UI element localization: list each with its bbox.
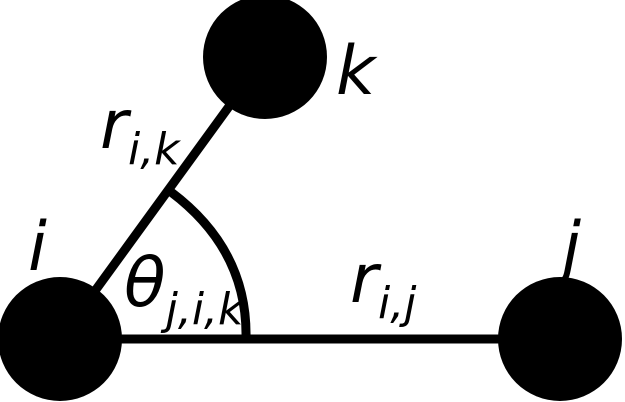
atom-label-k: k bbox=[336, 32, 378, 111]
distance-symbol-ik: r bbox=[100, 86, 132, 165]
angle-symbol: θ bbox=[124, 244, 166, 323]
angle-subscript: j,i,k bbox=[161, 284, 245, 335]
atom-j bbox=[498, 277, 622, 401]
atom-i bbox=[0, 277, 122, 401]
distance-label-ik: ri,k bbox=[100, 86, 181, 175]
angle-label: θj,i,k bbox=[124, 244, 245, 335]
distance-subscript-ik: i,k bbox=[128, 124, 181, 175]
distance-label-ij: ri,j bbox=[350, 240, 417, 329]
distance-subscript-ij: i,j bbox=[378, 278, 417, 329]
distance-symbol-ij: r bbox=[350, 240, 382, 319]
atom-k bbox=[203, 0, 327, 119]
atom-label-j: j bbox=[554, 208, 581, 287]
atom-label-i: i bbox=[28, 208, 47, 287]
angle-arc bbox=[168, 188, 251, 340]
